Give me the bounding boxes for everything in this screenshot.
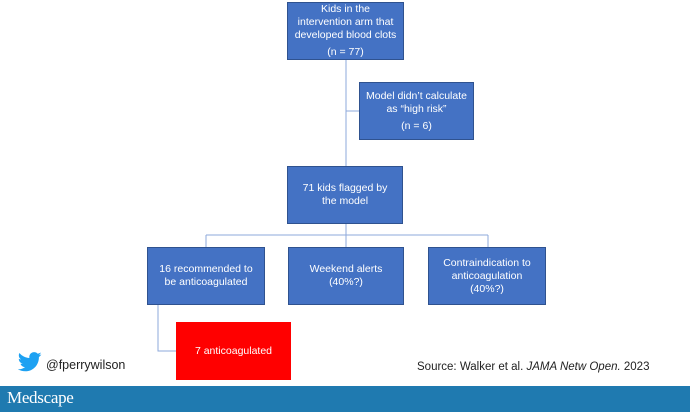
source-year: 2023 — [620, 361, 650, 373]
node-intervention-clots: Kids in the intervention arm that develo… — [287, 2, 404, 60]
node-anticoagulated: 7 anticoagulated — [176, 322, 291, 380]
node-contra-label: Contraindication to anticoagulation (40%… — [443, 256, 531, 295]
medscape-logo: Medscape — [7, 388, 74, 407]
brand-bar — [0, 386, 690, 412]
node-recommended-label: 16 recommended to be anticoagulated — [159, 263, 253, 288]
node-weekend-alerts: Weekend alerts (40%?) — [288, 247, 404, 305]
source-citation: Source: Walker et al. JAMA Netw Open. 20… — [417, 361, 649, 373]
node-weekend-label: Weekend alerts (40%?) — [309, 263, 383, 288]
node-not-high-risk: Model didn’t calculate as “high risk” (n… — [359, 82, 474, 140]
twitter-handle: @fperrywilson — [46, 358, 126, 372]
node-excluded-label: Model didn’t calculate as “high risk” — [366, 89, 467, 115]
node-flagged-label: 71 kids flagged by the model — [302, 182, 388, 207]
source-journal: JAMA Netw Open. — [526, 361, 621, 373]
node-excluded-count: (n = 6) — [401, 119, 432, 132]
source-prefix: Source: Walker et al. — [417, 361, 527, 373]
node-flagged: 71 kids flagged by the model — [287, 166, 403, 224]
node-root-label: Kids in the intervention arm that develo… — [294, 3, 397, 41]
node-contraindication: Contraindication to anticoagulation (40%… — [428, 247, 546, 305]
twitter-bird-icon — [18, 352, 42, 372]
node-recommended: 16 recommended to be anticoagulated — [147, 247, 265, 305]
node-anticoagulated-label: 7 anticoagulated — [194, 344, 273, 357]
node-root-count: (n = 77) — [327, 46, 364, 58]
connector-to-anticoagulated — [157, 305, 176, 352]
